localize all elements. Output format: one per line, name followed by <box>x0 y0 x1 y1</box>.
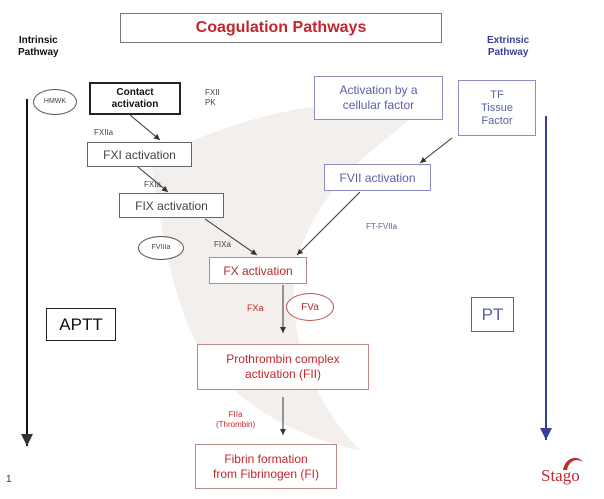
hmwk-oval: HMWK <box>33 89 77 115</box>
arrow-tf-fvii <box>419 137 453 164</box>
intrinsic-pathway-label: Intrinsic Pathway <box>18 35 59 58</box>
stago-logo-swoosh-icon <box>563 457 583 470</box>
fix-activation-box: FIX activation <box>119 193 224 218</box>
fxi-activation-box: FXI activation <box>87 142 192 167</box>
ft-fviia-label: FT-FVIIa <box>366 222 398 231</box>
fiia-label: FIIa (Thrombin) <box>216 410 256 429</box>
tissue-factor-box: TF Tissue Factor <box>458 80 536 136</box>
arrow-contact-fxi <box>129 114 161 141</box>
prothrombin-box: Prothrombin complex activation (FII) <box>197 344 369 390</box>
arrow-fxi-fix <box>137 166 169 193</box>
fx-activation-box: FX activation <box>209 257 307 284</box>
fxia-label: FXIa <box>144 180 161 189</box>
fxiia-label: FXIIa <box>94 128 114 137</box>
fixa-label: FIXa <box>214 240 231 249</box>
pt-box: PT <box>471 297 514 332</box>
fxa-label: FXa <box>247 303 264 313</box>
contact-activation-box: Contact activation <box>89 82 181 115</box>
page-number: 1 <box>6 474 12 485</box>
page-title: Coagulation Pathways <box>120 13 442 43</box>
fva-oval: FVa <box>286 293 334 321</box>
arrow-fix-fx <box>204 218 258 256</box>
extrinsic-pathway-label: Extrinsic Pathway <box>487 35 530 58</box>
arrow-fvii-fx <box>296 191 361 256</box>
aptt-box: APTT <box>46 308 116 341</box>
fibrin-box: Fibrin formation from Fibrinogen (FI) <box>195 444 337 489</box>
cellular-factor-box: Activation by a cellular factor <box>314 76 443 120</box>
fxii-pk-label: FXII PK <box>205 88 220 107</box>
fviiia-oval: FVIIIa <box>138 236 184 260</box>
stago-logo: Stago <box>537 452 599 492</box>
fvii-activation-box: FVII activation <box>324 164 431 191</box>
